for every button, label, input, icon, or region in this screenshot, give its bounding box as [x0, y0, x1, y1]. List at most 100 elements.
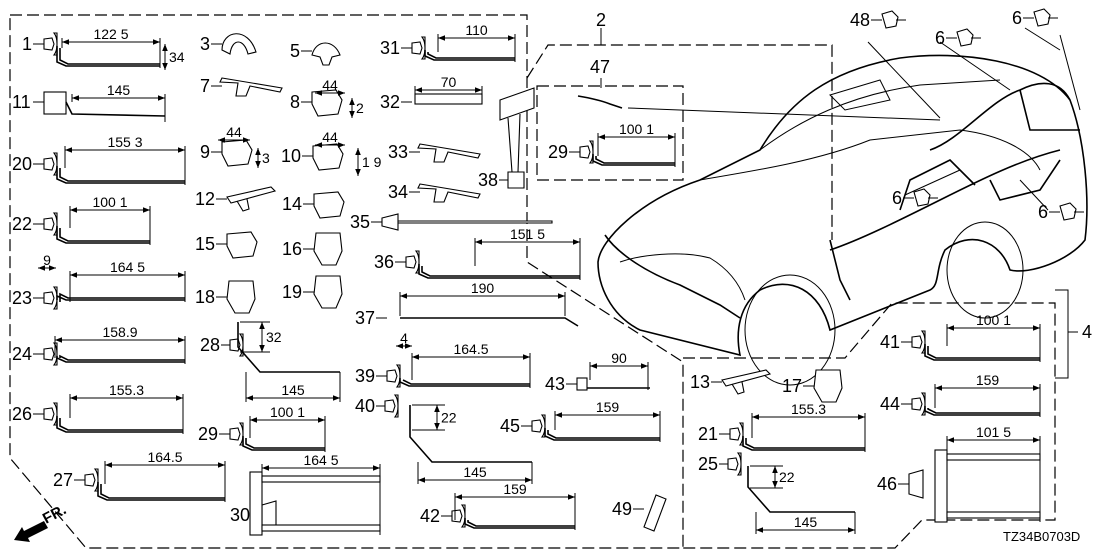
- part-number-label: 6: [1038, 202, 1048, 222]
- part-number-label: 11: [12, 92, 31, 112]
- part-p35[interactable]: 35: [350, 212, 553, 232]
- dimension-value: 151 5: [510, 226, 545, 242]
- part-number-label: 28: [200, 335, 220, 355]
- dimension-value: 155.3: [791, 401, 826, 417]
- clip-icon: [386, 369, 398, 383]
- dimension-value: 155 3: [107, 134, 142, 150]
- part-number-label: 12: [195, 189, 215, 209]
- part-p19[interactable]: 19: [282, 275, 343, 309]
- dimension-value: 164 5: [303, 452, 338, 468]
- dimension-value: 164 5: [110, 259, 145, 275]
- part-number-label: 31: [380, 38, 400, 58]
- tie-strap: [946, 511, 1041, 519]
- part-number-label: 27: [53, 470, 73, 490]
- part-number-label: 6: [892, 188, 902, 208]
- part-p48[interactable]: 48: [850, 10, 906, 30]
- part-number-label: 10: [281, 146, 301, 166]
- part-number-label: 25: [698, 454, 718, 474]
- tie-base: [934, 449, 948, 523]
- part-p49[interactable]: 49: [612, 494, 667, 532]
- dimension-value: 145: [107, 82, 131, 98]
- part-p7[interactable]: 7: [200, 76, 283, 97]
- dimension-value: 1 9: [362, 154, 382, 170]
- part-p18[interactable]: 18: [195, 280, 256, 314]
- strap: [418, 264, 580, 279]
- dimension-value: 4: [400, 330, 408, 346]
- part-number-label: 22: [12, 214, 32, 234]
- part-p21[interactable]: 21 155.3: [698, 401, 866, 452]
- part-icon: [1059, 202, 1084, 221]
- part-p12[interactable]: 12: [195, 186, 277, 212]
- part-number-label: 21: [698, 424, 718, 444]
- strap: [400, 317, 579, 327]
- part-p11[interactable]: 11 145: [12, 82, 166, 122]
- dimension-value: 100 1: [976, 312, 1011, 328]
- part-p38[interactable]: 38: [478, 87, 535, 190]
- part-p13[interactable]: 13: [690, 369, 772, 395]
- clip-icon: [43, 157, 55, 171]
- clip-icon: [911, 335, 923, 349]
- strap: [56, 166, 185, 184]
- clip-icon: [451, 509, 463, 523]
- clip-icon: [411, 41, 423, 55]
- part-p6a[interactable]: 6: [935, 28, 981, 48]
- part-icon: [881, 10, 906, 29]
- part-icon: [311, 89, 343, 117]
- part-icon: [956, 28, 981, 47]
- part-p17[interactable]: 17: [782, 369, 843, 403]
- part-p15[interactable]: 15: [195, 231, 258, 259]
- part-icon: [221, 139, 253, 167]
- part-number-label: 44: [880, 394, 900, 414]
- dimension-value: 159: [976, 372, 1000, 388]
- part-number-label: 49: [612, 499, 632, 519]
- part-icon: [311, 42, 341, 66]
- part-p6b[interactable]: 6: [1012, 8, 1058, 28]
- front-direction-marker: FR.: [14, 501, 69, 542]
- part-p34[interactable]: 34: [388, 182, 481, 203]
- part-p6d[interactable]: 6: [1038, 202, 1084, 222]
- dimension-value: 22: [441, 410, 457, 426]
- part-p3[interactable]: 3: [200, 33, 257, 55]
- part-number-label: 29: [548, 142, 568, 162]
- part-p6c[interactable]: 6: [892, 188, 938, 208]
- tie-strap: [946, 453, 1041, 461]
- part-p33[interactable]: 33: [388, 142, 481, 163]
- group-boundary-29-box: [536, 85, 684, 181]
- part-p5[interactable]: 5: [290, 41, 341, 66]
- strap: [424, 50, 515, 61]
- connector-icon: [43, 91, 67, 115]
- dimension-value: 122 5: [93, 26, 128, 42]
- part-p44[interactable]: 44 159: [880, 372, 1041, 417]
- part-p16[interactable]: 16: [282, 232, 343, 266]
- part-number-label: 34: [388, 182, 408, 202]
- part-icon: [313, 232, 343, 266]
- part-p14[interactable]: 14: [282, 191, 345, 219]
- group-label-47: 47: [590, 57, 610, 77]
